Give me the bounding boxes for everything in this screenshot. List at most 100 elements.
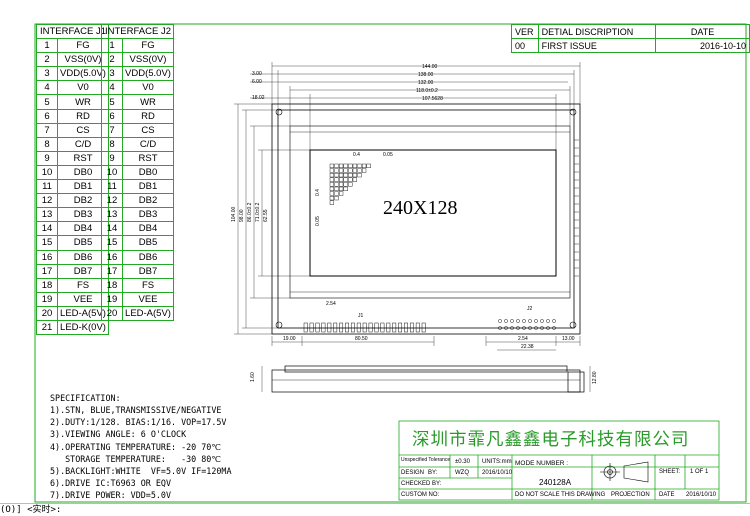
j1-pin	[392, 322, 397, 333]
revision-header-ver: VER	[511, 24, 539, 39]
pin-signal: FG	[122, 38, 174, 54]
pin-number: 17	[35, 263, 59, 279]
pin-number: 1	[100, 38, 124, 54]
j2-pin	[498, 326, 502, 330]
pixel-cell	[357, 168, 362, 173]
tolerance-value: ±0.30	[455, 459, 470, 465]
j2-pin	[540, 326, 544, 330]
spec-line: 7).DRIVE POWER: VDD=5.0V	[50, 490, 172, 501]
dimension-label: 6.00	[252, 79, 262, 85]
pixel-cell	[329, 168, 334, 173]
pin-number: 20	[35, 305, 59, 321]
pin-signal: CS	[122, 122, 174, 138]
dimension-label: 62.55	[263, 209, 269, 222]
pixel-cell	[339, 177, 344, 182]
revision-description: FIRST ISSUE	[537, 38, 657, 53]
company-name: 深圳市霏凡鑫鑫电子科技有限公司	[412, 430, 690, 450]
pixel-cell	[334, 191, 339, 196]
drawing-border	[34, 23, 747, 503]
pixel-cell	[334, 195, 339, 201]
pixel-cell	[348, 182, 353, 187]
j2-pin	[510, 326, 514, 330]
pin-number: 12	[35, 193, 59, 209]
pin-number: 10	[35, 164, 59, 181]
revision-date: 2016-10-10	[655, 38, 750, 53]
pin-number: 9	[35, 150, 59, 166]
pin-signal: DB0	[122, 164, 174, 181]
projection-symbol	[600, 461, 649, 483]
date-label: DATE	[659, 492, 675, 498]
dimension-label: 0.4	[315, 189, 321, 196]
top-dimension-lines	[250, 62, 581, 150]
pin-number: 2	[35, 52, 59, 68]
j2-pin	[534, 319, 538, 323]
j2-pin	[546, 326, 550, 330]
pin-table-header: INTERFACE J1	[36, 23, 109, 40]
j1-pin	[380, 322, 385, 333]
j1-pin	[333, 322, 338, 333]
j2-pin	[522, 326, 526, 330]
pin-number: 8	[35, 136, 59, 152]
pin-signal: RST	[122, 150, 174, 166]
lcd-module-outline	[271, 103, 581, 335]
j2-pin	[510, 319, 514, 323]
pin-signal: WR	[122, 94, 174, 110]
pin-number: 6	[35, 108, 59, 124]
pixel-cell	[362, 168, 367, 173]
pixel-cell	[343, 172, 348, 178]
display-resolution-label: 240X128	[383, 197, 458, 219]
pin-number: 12	[100, 193, 124, 209]
checked-by-label: CHECKED BY:	[401, 481, 442, 487]
design-by-label: BY:	[428, 470, 438, 476]
connector-j1-pins	[303, 322, 426, 333]
pixel-cell	[329, 163, 334, 168]
dimension-label: 19.00	[283, 336, 296, 342]
pin-signal: DB6	[122, 249, 174, 265]
pin-number: 17	[100, 263, 124, 279]
pixel-cell	[352, 177, 357, 182]
pixel-cell	[329, 200, 334, 205]
pin-signal: DB1	[122, 179, 174, 195]
dimension-label: 2.54	[326, 301, 336, 307]
pixel-cell	[343, 182, 348, 187]
pin-number: 4	[35, 80, 59, 96]
pin-signal: VSS(0V)	[122, 52, 174, 68]
dimension-label: 104.00	[231, 206, 237, 222]
command-line[interactable]: (O)] <实时>:	[0, 503, 750, 516]
tolerance-label: Unspecified Tolerance	[401, 457, 451, 463]
revision-table: VER DETIAL DISCRIPTION DATE 00 FIRST ISS…	[511, 24, 750, 53]
pin-signal: RD	[122, 108, 174, 124]
pixel-cell	[352, 172, 357, 178]
title-block-grid	[398, 420, 720, 501]
pixel-cell	[334, 182, 339, 187]
pixel-cell	[366, 163, 371, 168]
dimension-label: 71.0±0.2	[255, 202, 261, 222]
pin-number: 1	[35, 38, 59, 54]
pin-number: 16	[100, 249, 124, 265]
j1-pin	[374, 322, 379, 333]
pin-number: 19	[35, 291, 59, 307]
pixel-cell	[339, 191, 344, 196]
j1-pin	[415, 322, 420, 333]
j2-pin	[552, 319, 556, 323]
date-value: 2016/10/10	[686, 492, 717, 498]
j2-pin	[540, 319, 544, 323]
pixel-cell	[348, 168, 353, 173]
dimension-label: J2	[527, 306, 533, 312]
spec-line: STORAGE TEMPERATURE: -30 80℃	[50, 453, 221, 464]
j1-pin	[309, 322, 314, 333]
